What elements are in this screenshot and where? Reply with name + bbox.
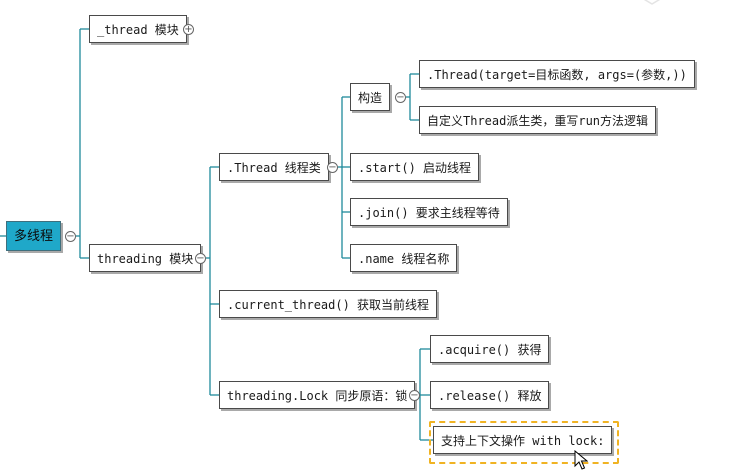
root-node[interactable]: 多线程 (6, 221, 62, 251)
with-lock-node[interactable]: 支持上下文操作 with lock: (433, 426, 613, 454)
acquire-method-node[interactable]: .acquire() 获得 (430, 335, 550, 363)
plus-icon[interactable]: + (183, 24, 194, 35)
current-thread-node[interactable]: .current_thread() 获取当前线程 (219, 290, 438, 318)
thread-class-node[interactable]: .Thread 线程类 (219, 153, 329, 181)
minus-icon[interactable]: − (195, 253, 206, 264)
decorative-chevron-icon (643, 0, 661, 5)
thread-subclass-node[interactable]: 自定义Thread派生类，重写run方法逻辑 (419, 106, 657, 134)
construct-node[interactable]: 构造 (350, 83, 391, 111)
minus-icon[interactable]: − (65, 231, 76, 242)
mouse-cursor-icon (574, 450, 588, 470)
minus-icon[interactable]: − (409, 390, 420, 401)
thread-module-node[interactable]: _thread 模块 (89, 15, 187, 43)
join-method-node[interactable]: .join() 要求主线程等待 (350, 198, 508, 226)
release-method-node[interactable]: .release() 释放 (430, 381, 550, 409)
selection-highlight (429, 421, 619, 464)
name-attribute-node[interactable]: .name 线程名称 (350, 244, 458, 272)
start-method-node[interactable]: .start() 启动线程 (350, 153, 480, 181)
thread-target-node[interactable]: .Thread(target=目标函数, args=(参数,)) (419, 60, 695, 88)
minus-icon[interactable]: − (327, 162, 338, 173)
threading-module-node[interactable]: threading 模块 (89, 244, 202, 272)
lock-node[interactable]: threading.Lock 同步原语：锁 (219, 381, 416, 409)
minus-icon[interactable]: − (395, 92, 406, 103)
